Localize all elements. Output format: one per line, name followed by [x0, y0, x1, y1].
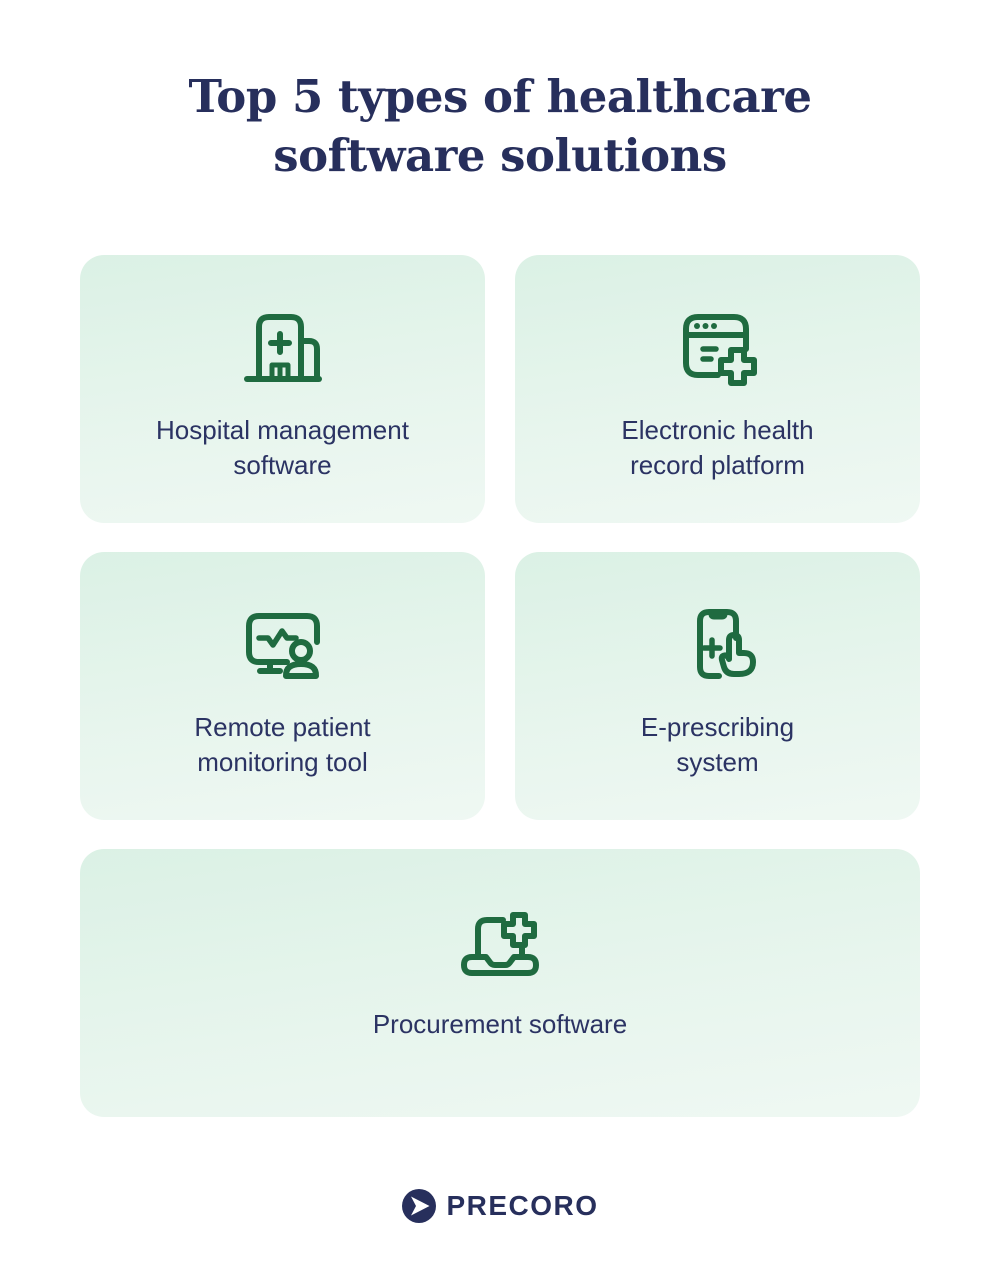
card-remote-monitoring: Remote patient monitoring tool	[80, 552, 485, 820]
cards-grid: Hospital management software Electronic …	[80, 255, 920, 1117]
card-label: E-prescribing system	[640, 712, 795, 778]
hospital-building-icon	[235, 299, 331, 395]
brand-name: PRECORO	[446, 1190, 599, 1221]
phone-tap-medical-cross-icon	[670, 596, 766, 692]
monitor-pulse-patient-icon	[235, 596, 331, 692]
footer-brand: PRECORO	[0, 1188, 1000, 1224]
page-title: Top 5 types of healthcare software solut…	[188, 70, 812, 182]
laptop-medical-cross-icon	[452, 893, 548, 989]
card-label: Hospital management software	[156, 415, 409, 481]
precoro-logo-mark-icon	[401, 1188, 437, 1224]
card-procurement: Procurement software	[80, 849, 920, 1117]
card-hospital-management: Hospital management software	[80, 255, 485, 523]
card-label: Electronic health record platform	[621, 415, 814, 481]
card-label: Remote patient monitoring tool	[194, 712, 371, 778]
card-e-prescribing: E-prescribing system	[515, 552, 920, 820]
ehr-browser-medical-cross-icon	[670, 299, 766, 395]
card-label: Procurement software	[372, 1009, 628, 1039]
card-ehr-platform: Electronic health record platform	[515, 255, 920, 523]
